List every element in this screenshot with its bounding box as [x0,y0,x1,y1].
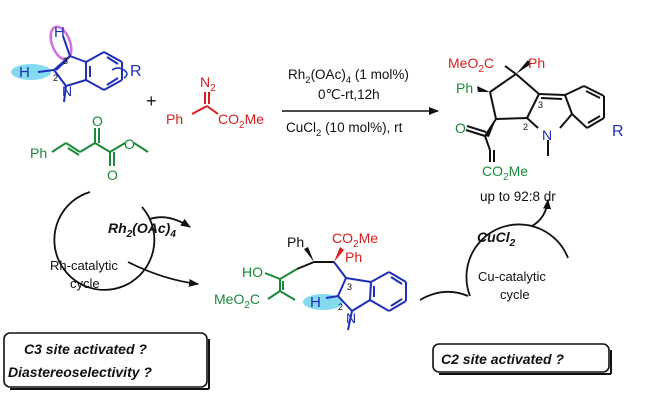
enone-ph: Ph [30,145,47,161]
intermediate-c2-highlight [303,294,343,310]
indole-locant-2: 2 [53,73,58,83]
product-ph-top: Ph [528,55,545,71]
diazo-n2: N2 [200,74,216,94]
indole-h-c2: H [19,64,30,81]
rh-catalytic-cycle: Rh2(OAc)4 Rh-catalytic cycle [50,191,199,291]
product-meo2c: MeO2C [448,55,494,75]
product-structure: MeO2C Ph Ph 3 2 N R O CO2Me up to 92:8 d… [448,55,624,204]
product-dr: up to 92:8 dr [480,189,556,204]
product-n: N [542,127,552,143]
question-diastereoselectivity: Diastereoselectivity ? [8,364,152,380]
product-locant-2: 2 [523,122,528,132]
condition-temp-time: 0℃-rt,12h [318,87,380,102]
c2-highlight [11,64,51,80]
intermediate-structure: HO Ph CO2Me Ph MeO2C H 2 3 N [214,230,407,331]
product-ph-left: Ph [456,80,473,96]
diazo-ph: Ph [166,111,183,127]
intermediate-ph: Ph [287,234,304,250]
condition-rh: Rh2(OAc)4 (1 mol%) [288,67,409,86]
rh-cycle-label-2: cycle [70,276,100,291]
cu-cycle-label-1: Cu-catalytic [478,269,546,284]
enone-o-ketone: O [92,113,103,129]
indole-h-c3: H [54,24,65,41]
intermediate-h: H [310,294,321,311]
diazo-ester: CO2Me [218,111,264,131]
rh-catalyst-label: Rh2(OAc)4 [108,220,176,240]
product-o-ketone: O [455,120,466,136]
indole-n: N [62,83,72,99]
enone-o-ester1: O [107,167,118,183]
product-co2me: CO2Me [482,163,528,183]
cu-catalytic-cycle: CuCl2 Cu-catalytic cycle [419,199,569,302]
question-c3-site: C3 site activated ? [24,341,147,357]
question-box-c2: C2 site activated ? [432,343,612,375]
plus-sign: + [146,91,157,111]
cu-cycle-label-2: cycle [500,287,530,302]
product-r: R [612,123,624,140]
indole-reactant: H H 3 2 N R [11,24,142,103]
diazo-reactant: N2 Ph CO2Me [166,74,264,131]
enone-o-ester2: O [124,136,135,152]
rh-cycle-label-1: Rh-catalytic [50,258,118,273]
question-box-c3: C3 site activated ? Diastereoselectivity… [3,332,210,390]
intermediate-ph2: Ph [345,249,362,265]
intermediate-n: N [346,310,356,326]
condition-cu: CuCl2 (10 mol%), rt [286,120,403,139]
indole-locant-3: 3 [63,56,68,66]
indole-r: R [130,63,142,80]
intermediate-meo2c: MeO2C [214,291,260,311]
intermediate-co2me: CO2Me [332,230,378,250]
product-locant-3: 3 [538,100,543,110]
intermediate-locant-2: 2 [338,302,343,312]
cu-catalyst-label: CuCl2 [477,229,516,249]
indole-bonds [37,35,123,103]
question-c2-site: C2 site activated ? [441,351,564,367]
intermediate-locant-3: 3 [347,282,352,292]
intermediate-ho: HO [242,264,263,280]
enone-reactant: Ph O O O [30,113,149,183]
